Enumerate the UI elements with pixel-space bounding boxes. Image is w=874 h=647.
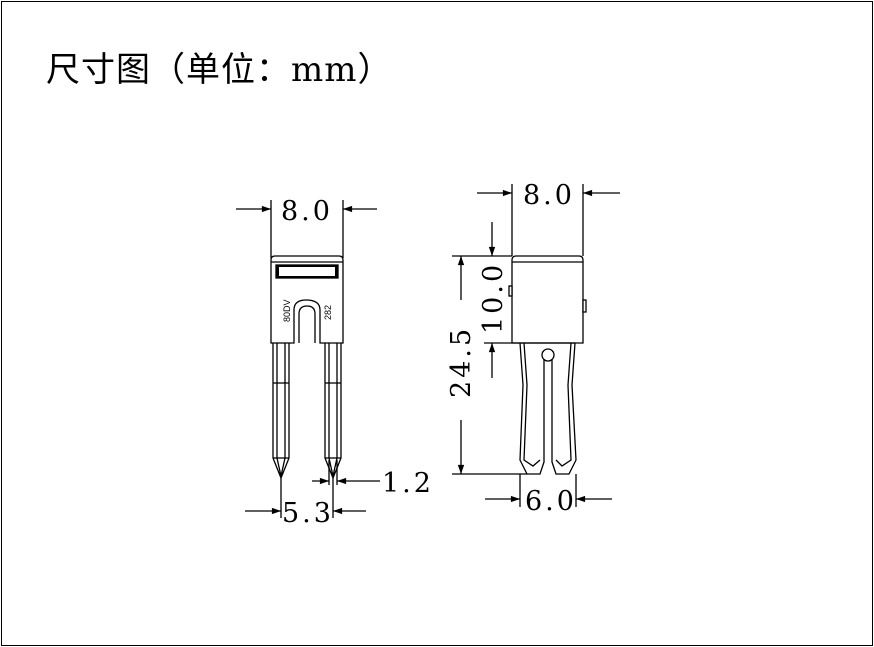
side-width-dimension: 8.0: [477, 180, 620, 256]
pin-span-label: 6.0: [525, 486, 577, 517]
pin-spacing-dimension: 5.3: [245, 478, 366, 529]
front-width-dimension: 8.0: [236, 196, 377, 258]
side-blade-outline: [519, 342, 577, 475]
drawing-title: 尺寸图（单位：mm）: [46, 50, 393, 90]
pin-span-dimension: 6.0: [485, 474, 612, 517]
pin-width-label: 1.2: [382, 468, 434, 499]
marking-right: 282: [323, 305, 333, 320]
marking-left: 80DV: [282, 299, 292, 322]
side-width-label: 8.0: [523, 180, 575, 211]
total-height-dimension: 24.5: [446, 255, 527, 475]
front-view: 8.0 80DV 282: [236, 196, 434, 529]
pin-spacing-label: 5.3: [282, 498, 334, 529]
total-height-label: 24.5: [446, 326, 477, 398]
front-body-outline: [270, 255, 344, 344]
front-width-label: 8.0: [281, 196, 333, 227]
body-height-dimension: 10.0: [478, 222, 520, 378]
side-body-outline: [511, 255, 584, 344]
side-view: 8.0 10.0: [446, 180, 620, 517]
pin-width-dimension: 1.2: [312, 460, 434, 499]
body-height-label: 10.0: [478, 262, 509, 334]
